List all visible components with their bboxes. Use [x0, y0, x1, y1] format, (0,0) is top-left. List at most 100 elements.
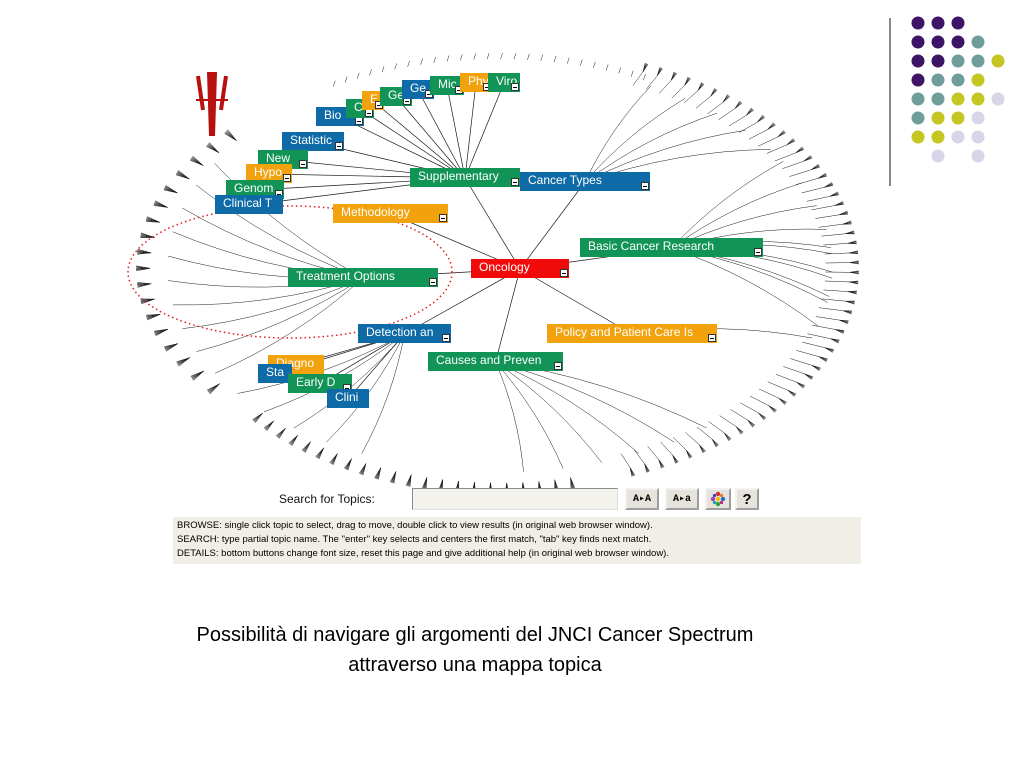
tree-edge — [395, 96, 466, 179]
tree-edge — [464, 177, 521, 270]
topic-node[interactable]: Cancer Types — [520, 172, 650, 191]
help-button[interactable]: ? — [735, 488, 759, 510]
topic-node[interactable]: Viro — [488, 73, 520, 92]
topic-node[interactable]: Sta — [258, 364, 292, 383]
collapse-icon[interactable] — [708, 334, 716, 342]
topic-node-label: Hypo — [254, 165, 283, 179]
reset-icon — [710, 491, 726, 507]
topic-node[interactable]: Treatment Options — [288, 268, 438, 287]
tree-edge — [446, 85, 466, 179]
tree-edge — [339, 116, 466, 179]
tree-edge — [464, 82, 477, 179]
topic-node[interactable]: Basic Cancer Research — [580, 238, 763, 257]
topic-node[interactable]: Statistic — [282, 132, 344, 151]
decorative-dot — [931, 35, 945, 49]
topic-node-label: Basic Cancer Research — [588, 239, 715, 253]
topic-node-label: Genom — [234, 181, 274, 195]
topic-node[interactable]: Early D — [288, 374, 352, 393]
topic-node[interactable]: Ge — [402, 80, 434, 99]
collapse-icon[interactable] — [560, 269, 568, 277]
collapse-icon[interactable] — [355, 117, 363, 125]
decorative-dot — [911, 35, 925, 49]
highlight-ellipse — [127, 205, 453, 339]
font-larger-button[interactable]: A▸A — [625, 488, 659, 510]
collapse-icon[interactable] — [511, 83, 519, 91]
topic-node[interactable]: Policy and Patient Care Is — [547, 324, 717, 343]
collapse-icon[interactable] — [335, 142, 343, 150]
decorative-dot — [911, 130, 925, 144]
decorative-dot — [931, 92, 945, 106]
font-smaller-button[interactable]: A▸a — [665, 488, 699, 510]
instruction-details: DETAILS: bottom buttons change font size… — [177, 548, 669, 559]
topic-node-label: Early D — [296, 375, 336, 389]
topic-node-label: Statistic — [290, 133, 333, 147]
collapse-icon[interactable] — [429, 278, 437, 286]
caption-line-2: attraverso una mappa topica — [348, 654, 602, 676]
decorative-dot — [931, 149, 945, 163]
collapse-icon[interactable] — [442, 334, 450, 342]
topic-node[interactable]: Oncology — [471, 259, 569, 278]
decorative-dot — [911, 16, 925, 30]
decorative-dot — [951, 54, 965, 68]
topic-node-label: Mic — [438, 77, 457, 91]
instruction-browse: BROWSE: single click topic to select, dr… — [177, 520, 653, 531]
decorative-dot — [971, 149, 985, 163]
topic-node[interactable]: Clinical T — [215, 195, 283, 214]
decorative-dot — [971, 111, 985, 125]
decorative-dot — [971, 54, 985, 68]
topic-node-label: E — [370, 92, 379, 106]
topic-node[interactable]: Clini — [327, 389, 369, 408]
reset-button[interactable] — [705, 488, 731, 510]
topic-node[interactable]: Phy — [460, 73, 492, 92]
logo-icon — [196, 72, 228, 136]
topic-node[interactable]: Supplementary — [410, 168, 520, 187]
decorative-dot — [971, 92, 985, 106]
topic-node-label: Methodology — [341, 205, 410, 219]
decorative-dot — [911, 92, 925, 106]
caption-line-1: Possibilità di navigare gli argomenti de… — [196, 624, 754, 646]
decorative-dot — [951, 35, 965, 49]
topic-node-label: Treatment Options — [296, 269, 395, 283]
search-input[interactable] — [412, 488, 618, 510]
topic-node-label: Clini — [335, 390, 359, 404]
topic-node-label: Ge — [410, 81, 427, 95]
decorative-dot — [911, 73, 925, 87]
tree-edge — [372, 100, 466, 179]
collapse-icon[interactable] — [365, 109, 373, 117]
collapse-icon[interactable] — [641, 182, 649, 190]
topic-node[interactable]: Causes and Preven — [428, 352, 563, 371]
collapse-icon[interactable] — [554, 362, 562, 370]
tree-edge — [495, 268, 521, 363]
collapse-icon[interactable] — [283, 174, 291, 182]
tree-edge — [417, 89, 466, 179]
topic-node[interactable]: Methodology — [333, 204, 448, 223]
collapse-icon[interactable] — [511, 178, 519, 186]
decorative-dot — [911, 54, 925, 68]
decorative-dot — [931, 54, 945, 68]
collapse-icon[interactable] — [754, 248, 762, 256]
topic-node-label: Sta — [266, 365, 285, 379]
topic-node-label: Policy and Patient Care Is — [555, 325, 694, 339]
topic-node-label: Clinical T — [223, 196, 273, 210]
instructions-panel: BROWSE: single click topic to select, dr… — [173, 517, 861, 564]
topic-node[interactable]: Genom — [226, 180, 284, 199]
topic-node[interactable]: Detection an — [358, 324, 451, 343]
collapse-icon[interactable] — [299, 160, 307, 168]
topic-node-label: Causes and Preven — [436, 353, 542, 367]
tree-edge — [464, 82, 505, 179]
decorative-dot — [971, 35, 985, 49]
decorative-dot — [971, 130, 985, 144]
topic-node-label: Supplementary — [418, 169, 499, 183]
topic-node-label: Cancer Types — [528, 173, 602, 187]
decorative-dot — [951, 73, 965, 87]
decorative-dot — [951, 16, 965, 30]
topic-node[interactable]: Mic — [430, 76, 464, 95]
instruction-search: SEARCH: type partial topic name. The "en… — [177, 534, 652, 545]
decorative-dot — [911, 111, 925, 125]
topic-node[interactable]: Hypo — [246, 164, 292, 183]
topic-node-label: New — [266, 151, 291, 165]
collapse-icon[interactable] — [439, 214, 447, 222]
topic-node-label: Oncology — [479, 260, 530, 274]
tree-edge — [519, 268, 633, 335]
tree-edge — [404, 268, 521, 335]
